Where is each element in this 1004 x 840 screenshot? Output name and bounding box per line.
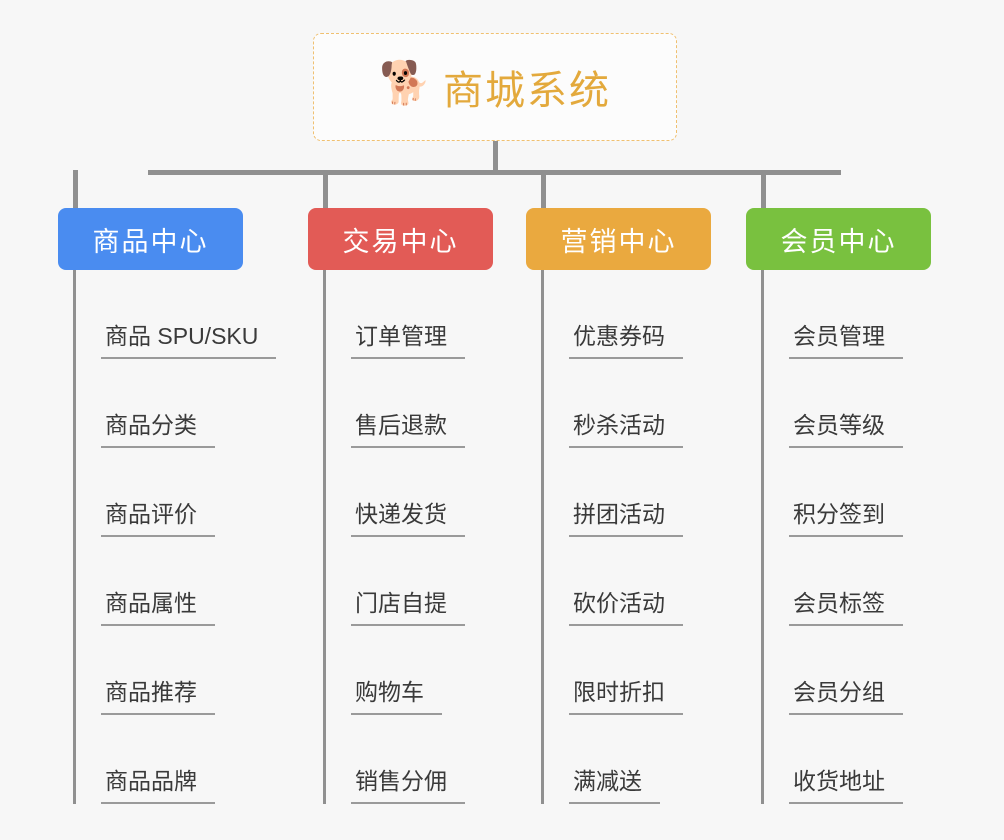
- branch-spine-marketing-center: [541, 270, 544, 804]
- list-item-label: 会员分组: [789, 681, 903, 715]
- list-item[interactable]: 门店自提: [323, 537, 583, 626]
- connector-drop-trade-center: [323, 170, 328, 208]
- branch-spine-member-center: [761, 270, 764, 804]
- list-item[interactable]: 优惠券码: [541, 270, 801, 359]
- list-item[interactable]: 会员管理: [761, 270, 1004, 359]
- list-item[interactable]: 商品品牌: [73, 715, 333, 804]
- list-item[interactable]: 快递发货: [323, 448, 583, 537]
- list-item[interactable]: 会员分组: [761, 626, 1004, 715]
- list-item-label: 商品评价: [101, 503, 215, 537]
- list-item-label: 快递发货: [351, 503, 465, 537]
- shiba-inu-icon: 🐕: [379, 59, 432, 106]
- list-item-label: 订单管理: [351, 325, 465, 359]
- list-item[interactable]: 积分签到: [761, 448, 1004, 537]
- list-item[interactable]: 会员标签: [761, 537, 1004, 626]
- root-node[interactable]: 🐕 商城系统: [313, 33, 677, 141]
- list-item-label: 销售分佣: [351, 770, 465, 804]
- list-item-label: 商品分类: [101, 414, 215, 448]
- list-item-label: 商品推荐: [101, 681, 215, 715]
- list-item[interactable]: 商品评价: [73, 448, 333, 537]
- list-item[interactable]: 订单管理: [323, 270, 583, 359]
- item-list-member-center: 会员管理会员等级积分签到会员标签会员分组收货地址: [761, 270, 1004, 804]
- list-item-label: 拼团活动: [569, 503, 683, 537]
- list-item-label: 门店自提: [351, 592, 465, 626]
- branch-spine-trade-center: [323, 270, 326, 804]
- item-list-marketing-center: 优惠券码秒杀活动拼团活动砍价活动限时折扣满减送: [541, 270, 801, 804]
- list-item[interactable]: 售后退款: [323, 359, 583, 448]
- list-item-label: 收货地址: [789, 770, 903, 804]
- list-item[interactable]: 限时折扣: [541, 626, 801, 715]
- category-box-marketing-center[interactable]: 营销中心: [526, 208, 711, 270]
- list-item[interactable]: 收货地址: [761, 715, 1004, 804]
- list-item[interactable]: 秒杀活动: [541, 359, 801, 448]
- list-item-label: 会员等级: [789, 414, 903, 448]
- list-item[interactable]: 满减送: [541, 715, 801, 804]
- list-item[interactable]: 商品属性: [73, 537, 333, 626]
- branch-spine-product-center: [73, 270, 76, 804]
- category-box-product-center[interactable]: 商品中心: [58, 208, 243, 270]
- list-item[interactable]: 商品 SPU/SKU: [73, 270, 333, 359]
- list-item-label: 商品属性: [101, 592, 215, 626]
- connector-drop-member-center: [761, 170, 766, 208]
- list-item[interactable]: 商品分类: [73, 359, 333, 448]
- list-item-label: 商品 SPU/SKU: [101, 325, 277, 359]
- item-list-product-center: 商品 SPU/SKU 商品分类商品评价商品属性商品推荐商品品牌: [73, 270, 333, 804]
- column-product-center: 商品中心商品 SPU/SKU 商品分类商品评价商品属性商品推荐商品品牌: [58, 208, 277, 804]
- list-item-label: 砍价活动: [569, 592, 683, 626]
- connector-stem: [493, 141, 498, 174]
- list-item[interactable]: 销售分佣: [323, 715, 583, 804]
- list-item-label: 满减送: [569, 770, 660, 804]
- list-item-label: 积分签到: [789, 503, 903, 537]
- category-box-member-center[interactable]: 会员中心: [746, 208, 931, 270]
- category-box-trade-center[interactable]: 交易中心: [308, 208, 493, 270]
- list-item-label: 购物车: [351, 681, 442, 715]
- list-item-label: 会员管理: [789, 325, 903, 359]
- column-member-center: 会员中心会员管理会员等级积分签到会员标签会员分组收货地址: [746, 208, 931, 804]
- list-item-label: 商品品牌: [101, 770, 215, 804]
- connector-drop-product-center: [73, 170, 78, 208]
- list-item[interactable]: 购物车: [323, 626, 583, 715]
- list-item-label: 售后退款: [351, 414, 465, 448]
- item-list-trade-center: 订单管理售后退款快递发货门店自提购物车销售分佣: [323, 270, 583, 804]
- column-trade-center: 交易中心订单管理售后退款快递发货门店自提购物车销售分佣: [308, 208, 493, 804]
- list-item-label: 优惠券码: [569, 325, 683, 359]
- list-item[interactable]: 拼团活动: [541, 448, 801, 537]
- connector-drop-marketing-center: [541, 170, 546, 208]
- list-item[interactable]: 砍价活动: [541, 537, 801, 626]
- list-item[interactable]: 商品推荐: [73, 626, 333, 715]
- list-item-label: 会员标签: [789, 592, 903, 626]
- list-item-label: 秒杀活动: [569, 414, 683, 448]
- column-marketing-center: 营销中心优惠券码秒杀活动拼团活动砍价活动限时折扣满减送: [526, 208, 711, 804]
- list-item[interactable]: 会员等级: [761, 359, 1004, 448]
- list-item-label: 限时折扣: [569, 681, 683, 715]
- root-title: 商城系统: [443, 69, 611, 113]
- connector-bar: [148, 170, 841, 175]
